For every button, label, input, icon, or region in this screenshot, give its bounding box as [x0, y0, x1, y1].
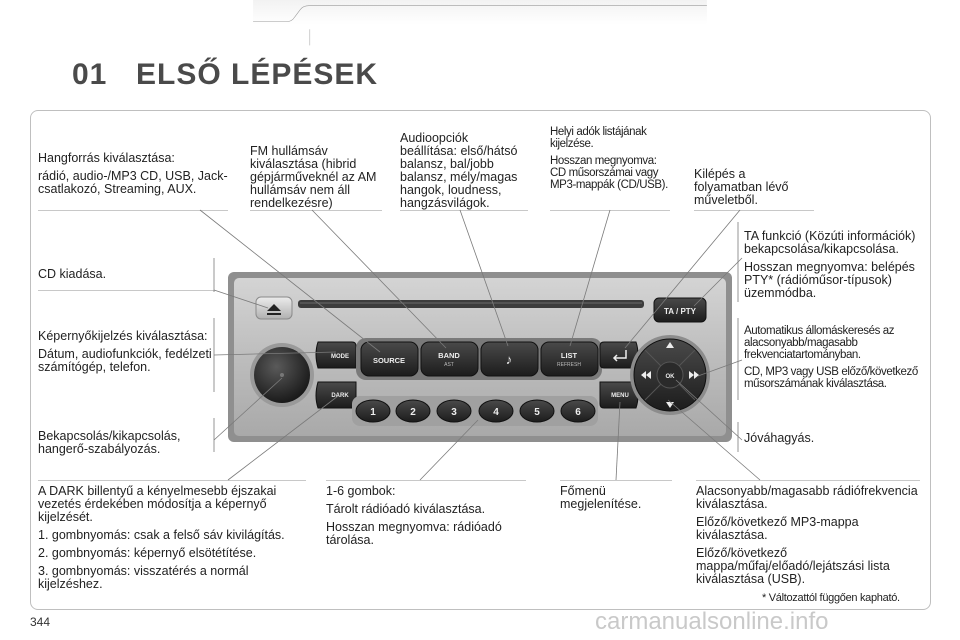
ok-button[interactable]: [656, 361, 684, 389]
mode-button[interactable]: MODE: [315, 341, 357, 369]
source-label: SOURCE: [373, 356, 405, 365]
preset-button-2[interactable]: 2: [395, 399, 431, 423]
dark-button[interactable]: DARK: [315, 381, 357, 409]
label-eject-text: CD kiadása.: [38, 267, 107, 281]
label-exit: Kilépés a folyamatban lévő műveletből.: [694, 168, 814, 211]
header-band: [253, 0, 707, 46]
label-confirm: Jóváhagyás.: [744, 432, 894, 450]
callout-lines: [199, 209, 761, 481]
eject-button[interactable]: [255, 296, 293, 320]
content-frame: [30, 110, 931, 610]
label-audio-options-text: Audioopciók beállítása: első/hátsó balan…: [400, 131, 518, 210]
audio-options-button[interactable]: ♪: [480, 341, 539, 377]
footnote: * Változattól függően kapható.: [762, 592, 900, 604]
page-number: 344: [30, 615, 51, 629]
label-local-list-title: Helyi adók listájának kijelzése.: [550, 126, 647, 150]
label-fm-band: FM hullámsáv kiválasztása (hibrid gépjár…: [250, 145, 382, 211]
label-freq-line1: Alacsonyabb/magasabb rádiófrekvencia kiv…: [696, 484, 918, 511]
label-freq: Alacsonyabb/magasabb rádiófrekvencia kiv…: [696, 480, 920, 591]
watermark: carmanualsonline.info: [595, 608, 829, 635]
label-local-list: Helyi adók listájának kijelzése. Hosszan…: [550, 126, 670, 211]
preset-label-4: 4: [493, 407, 499, 418]
page-title: ELSŐ LÉPÉSEK: [136, 58, 379, 91]
label-auto-search-line1: Automatikus állomáskeresés az alacsonyab…: [744, 325, 895, 361]
label-presets: 1-6 gombok: Tárolt rádióadó kiválasztása…: [326, 480, 526, 552]
label-source-select: Hangforrás kiválasztása: rádió, audio-/M…: [38, 152, 228, 211]
preset-button-4[interactable]: 4: [478, 399, 514, 423]
back-arrow-icon: [612, 350, 627, 362]
label-auto-search-line2: CD, MP3 vagy USB előző/következő műsorsz…: [744, 366, 918, 390]
chapter-number: 01: [72, 58, 108, 91]
label-confirm-text: Jóváhagyás.: [744, 431, 815, 445]
list-label: LIST: [561, 351, 578, 360]
source-button[interactable]: SOURCE: [360, 341, 419, 377]
label-presets-line2: Hosszan megnyomva: rádióadó tárolása.: [326, 520, 502, 547]
ta-pty-label: TA / PTY: [664, 307, 697, 316]
preset-button-3[interactable]: 3: [436, 399, 472, 423]
label-source-select-title: Hangforrás kiválasztása:: [38, 151, 175, 165]
label-dark-p2: 2. gombnyomás: képernyő elsötétítése.: [38, 546, 257, 560]
label-dark-p1: 1. gombnyomás: csak a felső sáv kivilágí…: [38, 528, 285, 542]
preset-button-6[interactable]: 6: [560, 399, 596, 423]
eject-icon: [267, 304, 281, 315]
band-button[interactable]: BAND AST: [420, 341, 479, 377]
cd-slot: [298, 300, 644, 308]
preset-label-6: 6: [575, 407, 581, 418]
label-presets-line1: Tárolt rádióadó kiválasztása.: [326, 502, 486, 516]
label-dark: A DARK billentyű a kényelmesebb éjszakai…: [38, 480, 306, 596]
menu-label: MENU: [611, 393, 629, 399]
dark-label: DARK: [331, 393, 349, 399]
label-fm-band-text: FM hullámsáv kiválasztása (hibrid gépjár…: [250, 144, 377, 210]
list-button[interactable]: LIST REFRESH: [540, 341, 599, 377]
preset-label-2: 2: [410, 407, 416, 418]
label-exit-text: Kilépés a folyamatban lévő műveletből.: [694, 167, 789, 207]
label-power: Bekapcsolás/kikapcsolás, hangerő-szabály…: [38, 430, 216, 461]
label-auto-search: Automatikus állomáskeresés az alacsonyab…: [744, 325, 924, 395]
list-sub-label: REFRESH: [557, 362, 581, 368]
preset-label-5: 5: [534, 407, 540, 418]
label-menu-text: Főmenü megjelenítése.: [560, 484, 642, 511]
label-freq-line3: Előző/következő mappa/műfaj/előadó/leját…: [696, 546, 890, 586]
label-ta-line1: TA funkció (Közúti információk) bekapcso…: [744, 229, 916, 256]
label-ta: TA funkció (Közúti információk) bekapcso…: [744, 230, 924, 305]
label-presets-title: 1-6 gombok:: [326, 484, 396, 498]
label-display-title: Képernyőkijelzés kiválasztása:: [38, 329, 208, 343]
label-display: Képernyőkijelzés kiválasztása: Dátum, au…: [38, 330, 216, 379]
ta-pty-button[interactable]: TA / PTY: [653, 297, 707, 323]
label-menu: Főmenü megjelenítése.: [560, 480, 672, 516]
label-display-body: Dátum, audiofunkciók, fedélzeti számítóg…: [38, 347, 212, 374]
label-source-select-body: rádió, audio-/MP3 CD, USB, Jack-csatlako…: [38, 169, 228, 196]
band-label: BAND: [438, 351, 460, 360]
label-power-text: Bekapcsolás/kikapcsolás, hangerő-szabály…: [38, 429, 181, 456]
label-audio-options: Audioopciók beállítása: első/hátsó balan…: [400, 132, 528, 211]
mode-label: MODE: [331, 354, 349, 360]
preset-button-5[interactable]: 5: [519, 399, 555, 423]
forward-icon[interactable]: [689, 371, 699, 379]
label-local-list-body: Hosszan megnyomva: CD műsorszámai vagy M…: [550, 155, 668, 191]
preset-label-3: 3: [451, 407, 457, 418]
rewind-icon[interactable]: [641, 371, 651, 379]
label-freq-line2: Előző/következő MP3-mappa kiválasztása.: [696, 515, 859, 542]
label-dark-intro: A DARK billentyű a kényelmesebb éjszakai…: [38, 484, 277, 524]
label-dark-p3: 3. gombnyomás: visszatérés a normál kije…: [38, 564, 249, 591]
note-icon: ♪: [506, 352, 513, 367]
preset-button-1[interactable]: 1: [355, 399, 391, 423]
label-eject: CD kiadása.: [38, 268, 214, 291]
up-arrow-icon[interactable]: [666, 342, 674, 348]
label-ta-line2: Hosszan megnyomva: belépés PTY* (rádiómű…: [744, 260, 915, 300]
ok-label: OK: [666, 374, 676, 380]
band-sub-label: AST: [444, 362, 454, 368]
preset-label-1: 1: [370, 407, 376, 418]
